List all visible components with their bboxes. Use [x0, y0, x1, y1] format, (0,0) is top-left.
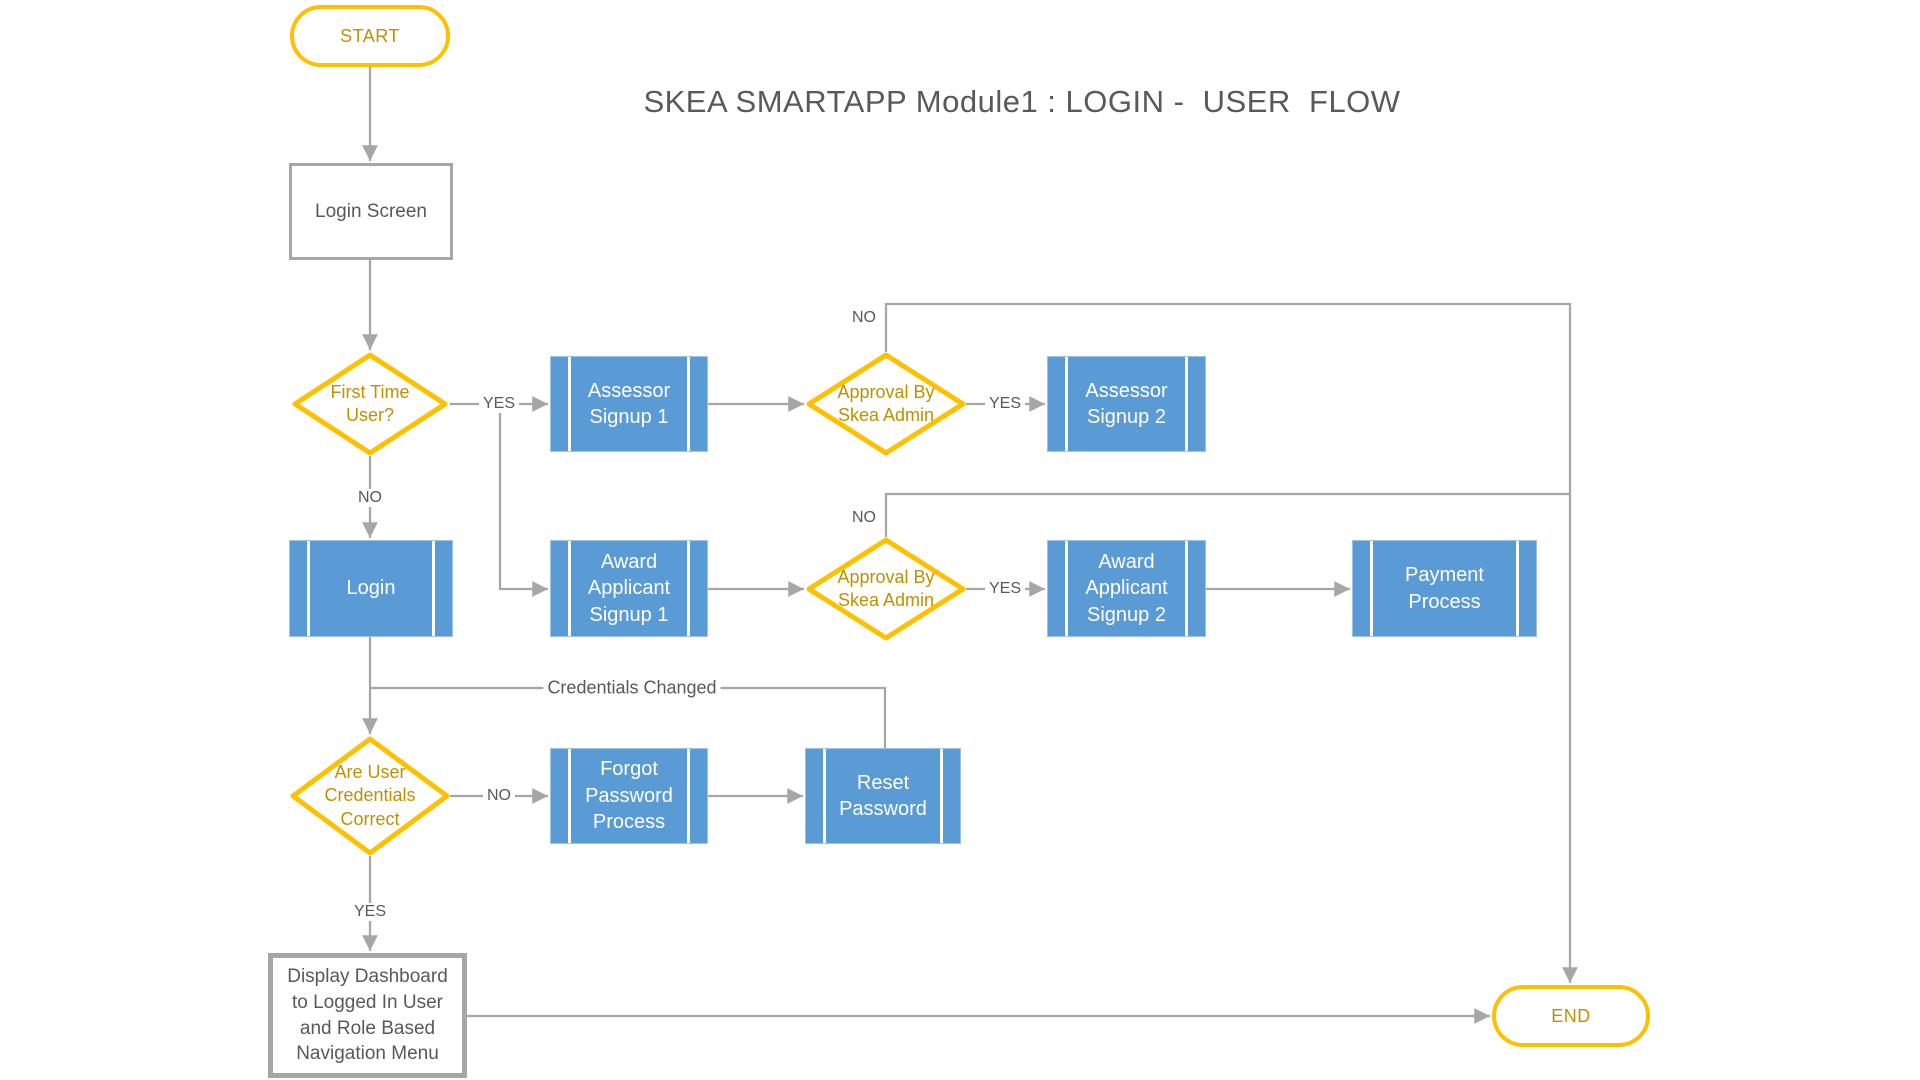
- side-bar-right: [687, 541, 690, 636]
- connector-approval1-no-to-end: [884, 302, 1578, 983]
- assessor-signup-1-label: Assessor Signup 1: [587, 379, 671, 428]
- start-node: START: [290, 5, 450, 67]
- side-bar-right: [1516, 541, 1519, 636]
- are-user-credentials-correct-label: Are User Credentials Correct: [324, 761, 416, 829]
- side-bar-left: [823, 749, 826, 843]
- approval-by-skea-admin-2-decision: Approval By Skea Admin: [806, 537, 966, 641]
- side-bar-right: [687, 749, 690, 843]
- edge-label-first-time-no: NO: [354, 489, 386, 507]
- first-time-user-label: First Time User?: [330, 381, 410, 425]
- side-bar-right: [1185, 357, 1188, 451]
- forgot-password-process-node: Forgot Password Process: [550, 748, 708, 844]
- side-bar-left: [1065, 357, 1068, 451]
- edge-label-first-time-yes: YES: [478, 395, 520, 413]
- reset-password-node: Reset Password: [805, 748, 961, 844]
- approval-by-skea-admin-1-decision: Approval By Skea Admin: [806, 352, 966, 456]
- reset-password-label: Reset Password: [839, 771, 927, 820]
- side-bar-left: [568, 541, 571, 636]
- connector-reset-password-credentials-changed: [371, 686, 887, 748]
- login-screen-node: Login Screen: [289, 163, 453, 260]
- assessor-signup-1-node: Assessor Signup 1: [550, 356, 708, 452]
- side-bar-left: [307, 541, 310, 636]
- side-bar-left: [568, 749, 571, 843]
- edge-label-approval1-yes: YES: [984, 395, 1026, 413]
- edge-label-credentials-yes: YES: [349, 903, 391, 921]
- diamond-shape: [806, 352, 966, 456]
- login-label: Login: [346, 577, 396, 600]
- connector-first-time-yes-award1: [498, 404, 548, 597]
- side-bar-right: [1185, 541, 1188, 636]
- edge-label-approval2-no: NO: [848, 509, 880, 527]
- first-time-user-decision: First Time User?: [292, 352, 448, 456]
- payment-process-label: Payment Process: [1405, 564, 1484, 613]
- edge-label-approval1-no: NO: [848, 309, 880, 327]
- side-bar-left: [1065, 541, 1068, 636]
- edge-label-credentials-changed: Credentials Changed: [543, 677, 721, 699]
- start-label: START: [340, 25, 400, 46]
- forgot-password-process-label: Forgot Password Process: [585, 758, 673, 834]
- award-applicant-signup-2-label: Award Applicant Signup 2: [1085, 550, 1168, 626]
- login-screen-label: Login Screen: [315, 200, 427, 222]
- diamond-shape: [292, 352, 448, 456]
- award-applicant-signup-2-node: Award Applicant Signup 2: [1047, 540, 1206, 637]
- side-bar-right: [687, 357, 690, 451]
- end-node: END: [1492, 985, 1650, 1047]
- display-dashboard-node: Display Dashboard to Logged In User and …: [268, 953, 467, 1078]
- side-bar-right: [940, 749, 943, 843]
- connector-approval2-no-to-end: [884, 492, 1570, 537]
- side-bar-left: [1370, 541, 1373, 636]
- approval-by-skea-admin-2-label: Approval By Skea Admin: [837, 566, 935, 610]
- edge-label-approval2-yes: YES: [984, 580, 1026, 598]
- assessor-signup-2-node: Assessor Signup 2: [1047, 356, 1206, 452]
- side-bar-right: [432, 541, 435, 636]
- award-applicant-signup-1-label: Award Applicant Signup 1: [587, 550, 671, 626]
- login-node: Login: [289, 540, 453, 637]
- award-applicant-signup-1-node: Award Applicant Signup 1: [550, 540, 708, 637]
- diamond-shape: [806, 537, 966, 641]
- assessor-signup-2-label: Assessor Signup 2: [1085, 379, 1168, 428]
- display-dashboard-label: Display Dashboard to Logged In User and …: [287, 966, 448, 1065]
- edge-label-credentials-no: NO: [483, 787, 515, 805]
- are-user-credentials-correct-decision: Are User Credentials Correct: [290, 736, 450, 856]
- end-label: END: [1551, 1005, 1591, 1026]
- approval-by-skea-admin-1-label: Approval By Skea Admin: [837, 381, 935, 425]
- payment-process-node: Payment Process: [1352, 540, 1537, 637]
- diamond-shape: [290, 736, 450, 856]
- diagram-title: SKEA SMARTAPP Module1 : LOGIN - USER FLO…: [643, 84, 1401, 119]
- side-bar-left: [568, 357, 571, 451]
